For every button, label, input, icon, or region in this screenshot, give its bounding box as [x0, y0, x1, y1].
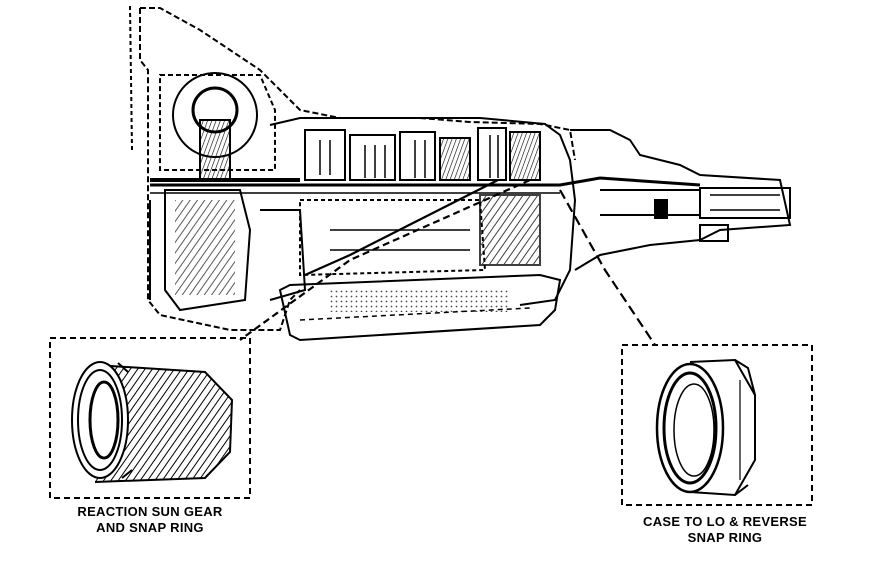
oil-pan	[278, 273, 562, 342]
main-case	[269, 117, 577, 306]
extension-housing	[570, 129, 792, 271]
inset-frame-left	[49, 337, 251, 499]
inset-frame-right	[621, 344, 813, 506]
callout-sun-gear: REACTION SUN GEAR AND SNAP RING	[50, 504, 250, 536]
inset-snap-ring	[621, 344, 813, 506]
snap-ring-illustration	[655, 358, 756, 497]
sun-gear-illustration	[71, 361, 234, 483]
callout-snap-ring-line1: CASE TO LO & REVERSE	[643, 514, 807, 529]
leader-lines	[239, 178, 656, 346]
callout-sun-gear-line2: AND SNAP RING	[96, 520, 204, 535]
leader-line-snap-ring	[559, 189, 656, 346]
callout-snap-ring: CASE TO LO & REVERSE SNAP RING	[610, 514, 840, 546]
clutch-packs	[304, 127, 541, 181]
main-shaft	[150, 176, 701, 187]
leader-line-sun-gear-1	[304, 179, 499, 277]
callout-sun-gear-line1: REACTION SUN GEAR	[77, 504, 223, 519]
leader-line-sun-gear-2	[239, 178, 531, 341]
callout-snap-ring-line2: SNAP RING	[687, 530, 763, 545]
inset-sun-gear	[49, 337, 251, 499]
output-shaft	[699, 187, 791, 219]
transmission-housing	[129, 5, 792, 342]
